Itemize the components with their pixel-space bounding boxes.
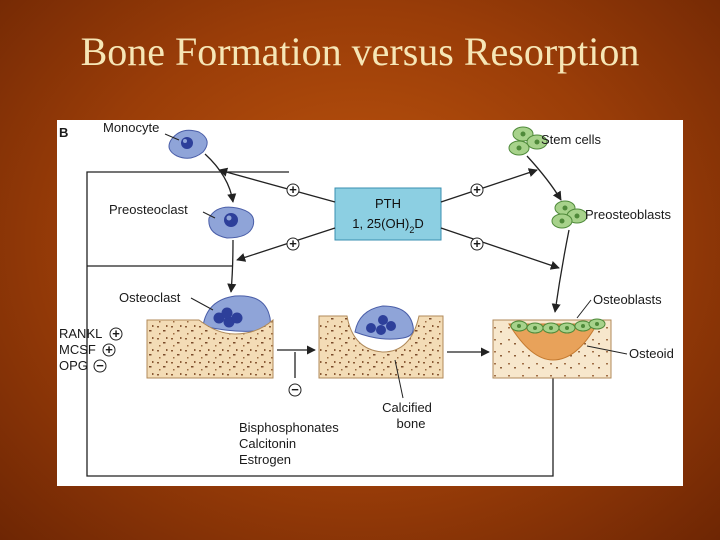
bone-block-pit xyxy=(318,315,444,379)
plus-sign-lower-left: + xyxy=(286,236,300,251)
calcified-label-line1: Calcified xyxy=(382,400,432,415)
osteoid-label: Osteoid xyxy=(629,346,674,361)
osteoid-region xyxy=(508,323,598,361)
preosteoblasts-label: Preosteoblasts xyxy=(585,207,671,222)
regulator-mcsf: MCSF xyxy=(59,342,96,357)
osteoblasts-label: Osteoblasts xyxy=(593,292,662,307)
stem-cells-label: Stem cells xyxy=(541,132,601,147)
regulator-opg: OPG xyxy=(59,358,88,373)
inhibitor-estrogen: Estrogen xyxy=(239,452,291,467)
inhibitor-list: Bisphosphonates Calcitonin Estrogen xyxy=(239,420,339,467)
plus-sign-upper-left: + xyxy=(286,182,300,197)
osteoblast-row xyxy=(510,318,606,334)
svg-text:+: + xyxy=(289,182,297,197)
monocyte-cell xyxy=(168,129,208,159)
svg-text:+: + xyxy=(473,182,481,197)
osteoclast-cell xyxy=(202,295,271,332)
preosteoclast-label: Preosteoclast xyxy=(109,202,188,217)
inhibitor-bisphosphonates: Bisphosphonates xyxy=(239,420,339,435)
osteoclast-in-pit xyxy=(354,305,414,340)
regulator-opg-sign: − xyxy=(96,358,104,373)
regulator-rankl: RANKL xyxy=(59,326,102,341)
plus-sign-lower-right: + xyxy=(470,236,484,251)
regulator-list: RANKL + MCSF + OPG − xyxy=(59,326,123,373)
svg-text:−: − xyxy=(291,382,299,397)
osteoclast-label: Osteoclast xyxy=(119,290,181,305)
pth-label: PTH xyxy=(375,196,401,211)
bone-remodeling-figure: B Monocyte Preosteoclast Osteoclast RANK… xyxy=(57,120,683,486)
panel-letter: B xyxy=(59,125,68,140)
slide-title: Bone Formation versus Resorption xyxy=(80,29,640,74)
preosteoclast-cell xyxy=(208,206,255,239)
bone-block-resorbing xyxy=(146,318,274,379)
regulator-rankl-sign: + xyxy=(112,326,120,341)
svg-text:+: + xyxy=(473,236,481,251)
regulator-mcsf-sign: + xyxy=(105,342,113,357)
plus-sign-upper-right: + xyxy=(470,182,484,197)
svg-text:+: + xyxy=(289,236,297,251)
monocyte-label: Monocyte xyxy=(103,120,159,135)
inhibitor-calcitonin: Calcitonin xyxy=(239,436,296,451)
calcified-label-line2: bone xyxy=(397,416,426,431)
pth-box xyxy=(334,187,442,241)
minus-sign-inhibitors: − xyxy=(288,382,302,397)
diagram-canvas: B Monocyte Preosteoclast Osteoclast RANK… xyxy=(59,120,674,477)
preosteoblast-cells xyxy=(551,200,588,229)
stem-cells xyxy=(508,126,548,156)
vitamin-d-label: 1, 25(OH)2D xyxy=(352,216,423,235)
